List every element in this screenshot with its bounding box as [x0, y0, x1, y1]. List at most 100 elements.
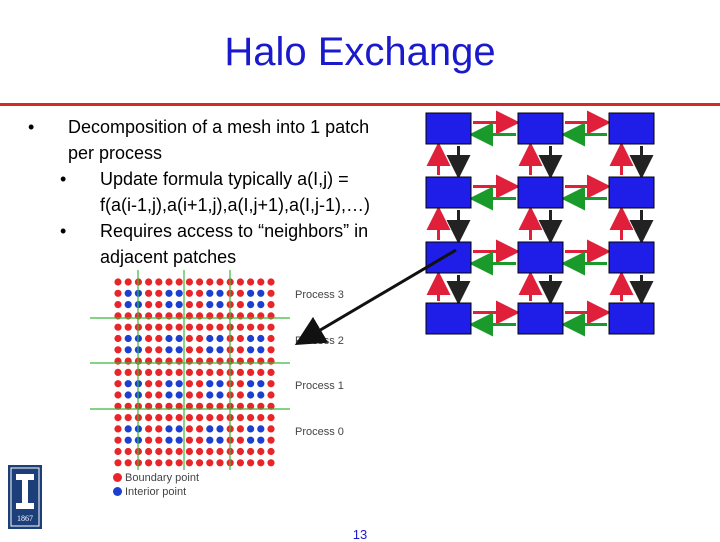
interior-point: [216, 380, 224, 388]
boundary-point: [145, 323, 153, 331]
boundary-point: [114, 301, 122, 309]
boundary-point: [114, 357, 122, 365]
boundary-point: [196, 301, 204, 309]
process-patch: [608, 176, 655, 209]
process-patch: [517, 112, 564, 145]
boundary-point: [185, 380, 193, 388]
boundary-point: [236, 447, 244, 456]
boundary-point: [165, 414, 173, 422]
boundary-point: [196, 425, 204, 433]
boundary-point: [114, 391, 122, 399]
boundary-point: [124, 368, 132, 376]
interior-point: [175, 334, 183, 343]
boundary-point: [185, 368, 193, 376]
boundary-point: [206, 414, 214, 422]
boundary-point: [247, 447, 255, 456]
interior-point: [165, 346, 173, 354]
boundary-point: [267, 346, 275, 354]
interior-point: [124, 301, 132, 309]
boundary-point: [145, 425, 153, 433]
boundary-point: [114, 334, 122, 343]
process-patch: [608, 241, 655, 274]
boundary-point: [155, 414, 163, 422]
boundary-point: [247, 402, 255, 410]
boundary-point: [236, 414, 244, 422]
boundary-point: [247, 323, 255, 331]
interior-point: [216, 391, 224, 399]
process-patch: [608, 302, 655, 335]
boundary-point: [196, 357, 204, 365]
boundary-point: [124, 278, 132, 286]
boundary-point: [196, 459, 204, 467]
boundary-point: [236, 289, 244, 297]
boundary-point: [185, 425, 193, 433]
bullet-line: f(a(i-1,j),a(i+1,j),a(I,j+1),a(I,j-1),…): [100, 195, 371, 215]
interior-point: [165, 391, 173, 399]
process-patch: [608, 112, 655, 145]
boundary-point: [155, 368, 163, 376]
boundary-point: [267, 380, 275, 388]
boundary-point: [216, 402, 224, 410]
boundary-point: [216, 459, 224, 467]
boundary-point: [114, 380, 122, 388]
boundary-point: [145, 368, 153, 376]
interior-point: [206, 334, 214, 343]
boundary-point: [236, 380, 244, 388]
boundary-point: [124, 459, 132, 467]
boundary-point: [175, 368, 183, 376]
boundary-point: [247, 278, 255, 286]
interior-point: [165, 425, 173, 433]
boundary-point: [155, 334, 163, 343]
boundary-point: [185, 459, 193, 467]
boundary-point: [267, 357, 275, 365]
boundary-point: [257, 278, 265, 286]
interior-point: [206, 346, 214, 354]
boundary-point: [165, 323, 173, 331]
boundary-point: [165, 368, 173, 376]
boundary-point: [185, 278, 193, 286]
interior-point-swatch: [113, 487, 122, 496]
boundary-point: [247, 459, 255, 467]
mesh-decomposition-diagram: [90, 270, 290, 470]
boundary-point: [236, 368, 244, 376]
university-logo-icon: 1867: [8, 465, 42, 529]
boundary-point: [124, 414, 132, 422]
interior-point: [206, 301, 214, 309]
process-label-1: Process 1: [294, 380, 345, 392]
boundary-point: [114, 414, 122, 422]
boundary-point: [216, 278, 224, 286]
boundary-point: [155, 289, 163, 297]
interior-point: [165, 289, 173, 297]
boundary-point: [267, 447, 275, 456]
process-label-2: Process 2: [294, 335, 345, 347]
boundary-point: [155, 459, 163, 467]
process-patch-grid: [425, 110, 655, 337]
boundary-point: [145, 334, 153, 343]
boundary-point: [236, 301, 244, 309]
boundary-point: [196, 289, 204, 297]
boundary-point: [196, 436, 204, 444]
boundary-point: [236, 436, 244, 444]
boundary-point: [196, 368, 204, 376]
bullet-line: Requires access to “neighbors” in: [100, 221, 369, 241]
boundary-point: [114, 459, 122, 467]
boundary-point: [247, 368, 255, 376]
boundary-point: [267, 278, 275, 286]
interior-point: [257, 391, 265, 399]
interior-point: [257, 346, 265, 354]
slide-title: Halo Exchange: [224, 30, 496, 74]
boundary-point: [206, 368, 214, 376]
boundary-point: [267, 289, 275, 297]
boundary-point: [216, 447, 224, 456]
boundary-point: [196, 391, 204, 399]
interior-point: [257, 380, 265, 388]
boundary-point: [155, 278, 163, 286]
boundary-point: [196, 334, 204, 343]
boundary-point: [175, 402, 183, 410]
interior-point: [216, 334, 224, 343]
interior-point: [124, 380, 132, 388]
page-number: 13: [352, 527, 368, 542]
boundary-point: [145, 301, 153, 309]
boundary-point: [196, 402, 204, 410]
interior-point: [247, 301, 255, 309]
